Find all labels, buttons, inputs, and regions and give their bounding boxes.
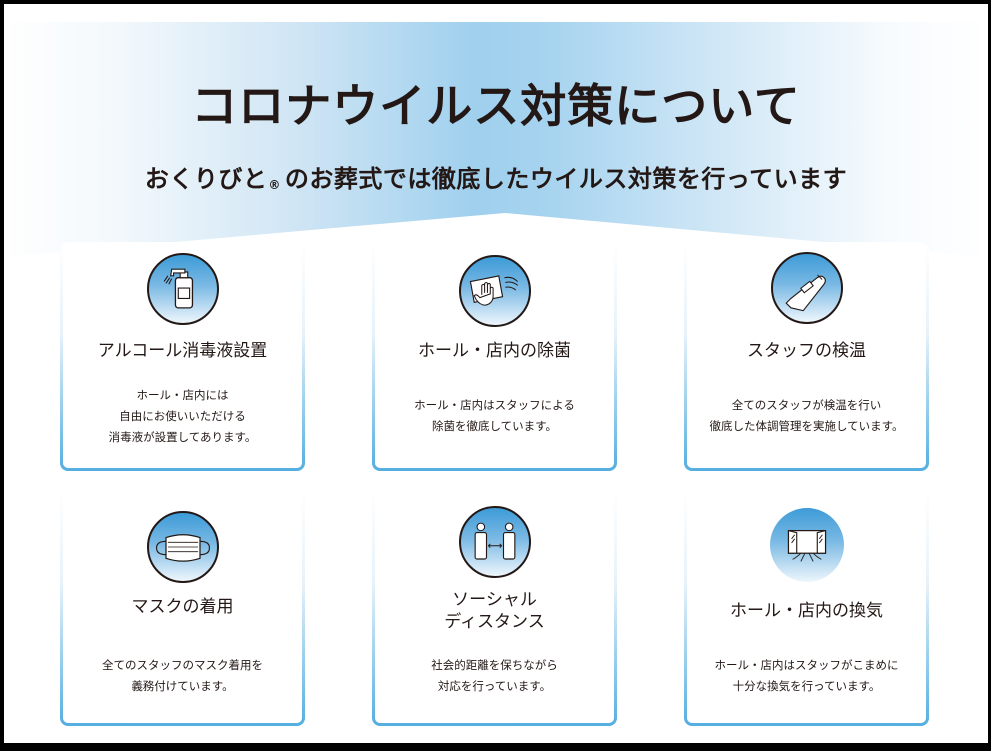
card-description: ホール・店内には 自由にお使いいただける 消毒液が設置してあります。 [108, 388, 257, 444]
wiping-hand-icon [458, 255, 531, 327]
card-social-distance: ソーシャル ディスタンス 社会的距離を保ちながら 対応を行っています。 [372, 490, 617, 726]
card-disinfection: ホール・店内の除菌 ホール・店内はスタッフによる 除菌を徹底しています。 [372, 242, 617, 471]
registered-mark: ® [268, 178, 281, 192]
card-title: ホール・店内の換気 [730, 601, 883, 621]
card-description: 社会的距離を保ちながら 対応を行っています。 [431, 658, 558, 693]
page-title: コロナウイルス対策について [191, 79, 801, 133]
face-mask-icon [146, 511, 219, 583]
social-distance-icon [458, 506, 531, 578]
sanitizer-bottle-icon [146, 253, 219, 325]
card-title: ホール・店内の除菌 [418, 341, 571, 361]
card-description: ホール・店内はスタッフがこまめに 十分な換気を行っています。 [714, 658, 899, 693]
card-alcohol-sanitizer: アルコール消毒液設置 ホール・店内には 自由にお使いいただける 消毒液が設置して… [60, 242, 305, 471]
thermometer-icon [770, 252, 843, 324]
ventilation-window-icon [769, 508, 844, 582]
subtitle-text: のお葬式では徹底したウイルス対策を行っています [284, 165, 848, 193]
page-subtitle: おくりびと®のお葬式では徹底したウイルス対策を行っています [4, 159, 988, 194]
card-title: マスクの着用 [131, 597, 234, 617]
brand-name: おくりびと [144, 165, 268, 193]
card-mask: マスクの着用 全てのスタッフのマスク着用を 義務付けています。 [60, 490, 305, 726]
card-temperature-check: スタッフの検温 全てのスタッフが検温を行い 徹底した体調管理を実施しています。 [684, 242, 929, 471]
card-title: アルコール消毒液設置 [97, 341, 268, 361]
page: コロナウイルス対策について おくりびと®のお葬式では徹底したウイルス対策を行って… [4, 4, 988, 743]
card-description: 全てのスタッフのマスク着用を 義務付けています。 [102, 658, 263, 693]
card-description: 全てのスタッフが検温を行い 徹底した体調管理を実施しています。 [709, 398, 904, 433]
card-title: スタッフの検温 [747, 341, 866, 361]
header-banner [4, 22, 988, 262]
card-ventilation: ホール・店内の換気 ホール・店内はスタッフがこまめに 十分な換気を行っています。 [684, 490, 929, 726]
card-title: ソーシャル ディスタンス [444, 590, 545, 632]
card-description: ホール・店内はスタッフによる 除菌を徹底しています。 [414, 398, 575, 433]
